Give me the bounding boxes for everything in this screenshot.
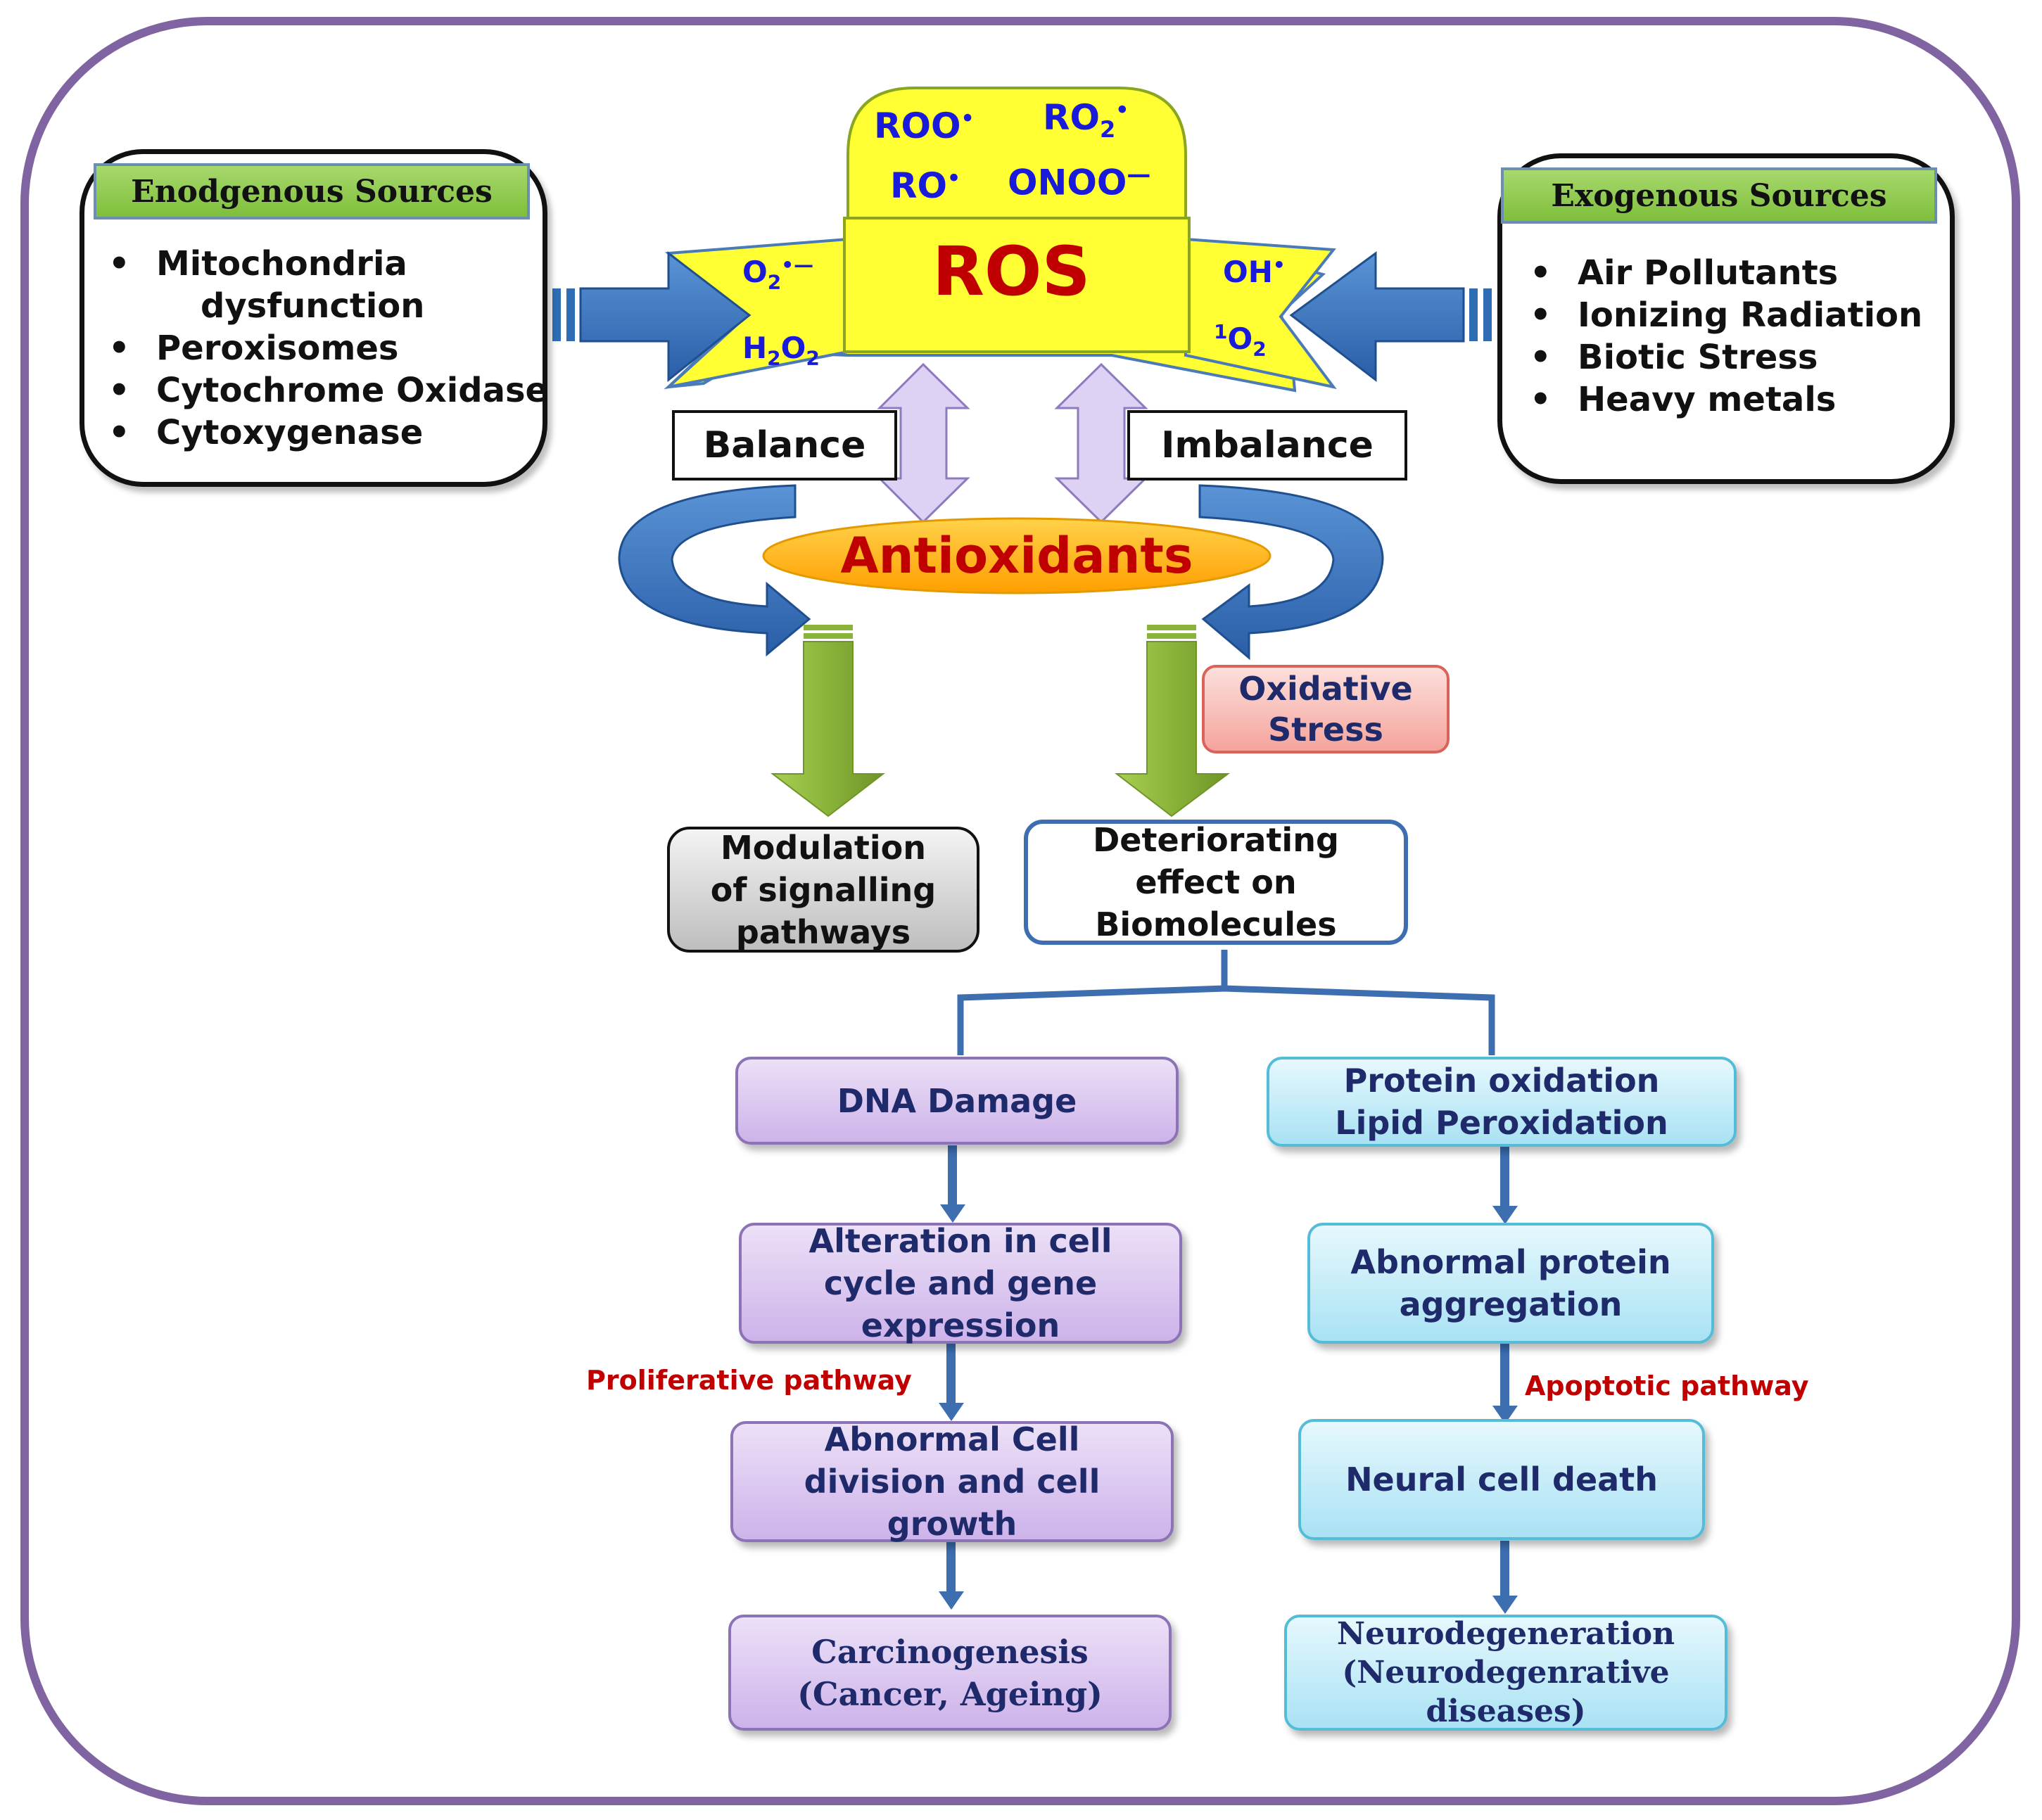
right-chain-connectors	[1492, 1147, 1518, 1614]
species-hydroxyl: OH•	[1223, 253, 1286, 289]
antioxidants-ellipse	[762, 517, 1272, 594]
neural-cell-death-box: Neural cell death	[1298, 1419, 1705, 1540]
endogenous-item-continued: dysfunction	[201, 286, 425, 326]
endogenous-item: •Cytoxygenase	[108, 413, 424, 452]
left-chain-connectors	[939, 1145, 965, 1610]
endogenous-item: •Peroxisomes	[108, 329, 399, 368]
exogenous-sources-list: •Air Pollutants •Ionizing Radiation •Bio…	[1520, 252, 1942, 421]
apoptotic-pathway-label: Apoptotic pathway	[1525, 1370, 1809, 1401]
species-h2o2: H2O2	[742, 331, 820, 370]
antioxidants-label: Antioxidants	[840, 527, 1193, 585]
right-curved-arrow	[1198, 484, 1384, 661]
endogenous-sources-list: •Mitochondria dysfunction •Peroxisomes •…	[99, 243, 549, 454]
ros-title: ROS	[932, 232, 1091, 311]
modulation-box	[667, 827, 979, 953]
exogenous-item: •Air Pollutants	[1530, 253, 1839, 293]
species-superoxide: O2•—	[742, 253, 814, 294]
species-ro2: RO2•	[1043, 97, 1129, 143]
endogenous-item: •Mitochondria	[108, 244, 407, 284]
proliferative-pathway-label: Proliferative pathway	[586, 1365, 912, 1396]
endogenous-sources-title: Enodgenous Sources	[94, 163, 530, 219]
exogenous-arrow	[1289, 251, 1492, 383]
balance-green-arrow	[770, 625, 885, 817]
species-ro: RO•	[890, 165, 961, 206]
dna-damage-box: DNA Damage	[735, 1057, 1179, 1145]
species-onoo: ONOO—	[1008, 160, 1151, 203]
endogenous-arrow	[552, 250, 752, 383]
balance-label: Balance	[672, 410, 897, 481]
left-curved-arrow	[618, 484, 811, 657]
exogenous-item: •Ionizing Radiation	[1530, 295, 1923, 335]
exogenous-item: •Heavy metals	[1530, 380, 1837, 419]
branch-bracket	[957, 950, 1495, 1055]
species-roo: ROO•	[874, 106, 975, 146]
exogenous-item: •Biotic Stress	[1530, 338, 1818, 377]
carcinogenesis-box: Carcinogenesis(Cancer, Ageing)	[728, 1615, 1172, 1731]
exogenous-sources-title: Exogenous Sources	[1501, 167, 1937, 224]
oxidative-stress-box	[1202, 665, 1450, 753]
endogenous-item: •Cytochrome Oxidase	[108, 371, 549, 410]
imbalance-green-arrow	[1115, 625, 1230, 817]
deteriorating-box	[1024, 820, 1408, 945]
imbalance-label: Imbalance	[1127, 410, 1407, 481]
ros-core	[843, 217, 1191, 353]
ros-dome	[846, 87, 1187, 219]
species-singlet-oxygen: 1O2	[1214, 320, 1267, 361]
